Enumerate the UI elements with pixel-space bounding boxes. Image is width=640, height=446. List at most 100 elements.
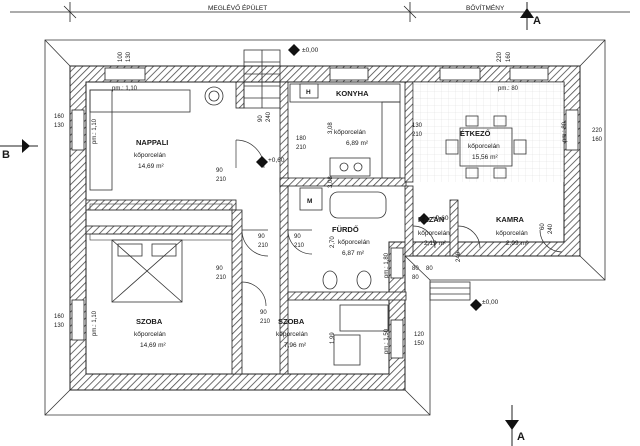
dim-120: 120 (414, 332, 425, 338)
room-kazan-name: KAZÁN (418, 215, 444, 224)
room-furdo-name: FÜRDŐ (332, 225, 359, 234)
entry-steps (429, 281, 471, 301)
room-szoba-right-area: 7,96 m² (284, 342, 307, 349)
dim-130c: 130 (54, 323, 65, 329)
parapet-etkezo-side: pm.: 80 (562, 121, 568, 142)
dim-210d: 210 (216, 275, 227, 281)
level-top: ±0,00 (302, 47, 319, 54)
room-szoba-right-material: kőporcelán (276, 331, 308, 338)
room-konyha-area: 6,89 m² (346, 140, 369, 147)
parapet-left-top: pm.: 1,10 (92, 118, 98, 144)
section-marker-b: B (0, 139, 38, 161)
dining-floor-tiles (413, 82, 564, 182)
dim-160c: 160 (54, 314, 65, 320)
room-kazan-area: 2,19 m² (424, 240, 447, 247)
bed (111, 239, 183, 303)
room-etkezo-name: ÉTKEZŐ (460, 129, 491, 138)
dining-table (445, 115, 527, 179)
doors (235, 139, 563, 307)
parapet-szoba-right: pm.: 1,50 (384, 328, 390, 354)
parapet-nappali: pm.: 1,10 (112, 86, 138, 92)
dim-60: 60 (540, 223, 546, 230)
bath-fixtures (299, 187, 389, 366)
existing-building-label: MEGLÉVŐ ÉPÜLET (208, 3, 267, 12)
dim-220b: 220 (592, 128, 603, 134)
room-labels: NAPPALI kőporcelán 14,69 m² KONYHA kőpor… (134, 89, 529, 349)
dim-160a: 160 (506, 51, 512, 62)
section-b-label: B (2, 149, 10, 161)
room-furdo-area: 6,87 m² (342, 250, 365, 257)
wardrobe-szoba (89, 233, 233, 241)
dim-210b: 210 (296, 145, 307, 151)
section-a-top-label: A (533, 15, 541, 27)
dim-90c: 90 (216, 266, 223, 272)
room-kamra-name: KAMRA (496, 215, 524, 224)
room-szoba-left-area: 14,69 m² (140, 342, 166, 349)
room-szoba-left-material: kőporcelán (134, 331, 166, 338)
marker-h-box (299, 83, 319, 99)
marker-m: M (307, 198, 312, 205)
dim-130b: 130 (54, 123, 65, 129)
level-entry: ±0,00 (482, 299, 499, 306)
level-hall: +0,60 (268, 157, 285, 164)
level-kazan: +0,60 (432, 215, 449, 222)
room-kazan-material: kőporcelán (418, 230, 450, 237)
room-szoba-right-name: SZOBA (278, 317, 305, 326)
dim-100: 100 (118, 51, 124, 62)
dim-270: 2,70 (330, 236, 336, 248)
dim-80a: 80 (412, 266, 419, 272)
dimension-labels: 100 130 220 160 160 130 160 130 220 160 … (54, 51, 603, 347)
parapet-furdo: pm.: 1,80 (384, 252, 390, 278)
marker-h: H (306, 89, 311, 96)
section-marker-a-bottom: A (505, 405, 525, 446)
section-a-bottom-label: A (517, 431, 525, 443)
dim-210a: 210 (412, 132, 423, 138)
room-konyha-material: kőporcelán (334, 129, 366, 136)
dim-210c: 210 (216, 177, 227, 183)
stairs (243, 49, 281, 109)
dim-308b: 3,08 (328, 176, 334, 188)
room-nappali-name: NAPPALI (136, 138, 168, 147)
dim-80b: 80 (412, 275, 419, 281)
parapet-left-bottom: pm.: 1,10 (92, 310, 98, 336)
dim-90f: 90 (294, 234, 301, 240)
level-markers (256, 44, 482, 311)
nappali-sofa (89, 86, 224, 191)
dim-90a: 90 (258, 115, 264, 122)
dim-308a: 3,08 (328, 122, 334, 134)
room-etkezo-material: kőporcelán (468, 143, 500, 150)
parapet-etkezo-top: pm.: 80 (498, 86, 519, 92)
dim-210e: 210 (258, 243, 269, 249)
dim-90b: 90 (216, 168, 223, 174)
dim-130a: 130 (126, 51, 132, 62)
room-szoba-left-name: SZOBA (136, 317, 163, 326)
dim-160d: 160 (592, 137, 603, 143)
room-konyha-name: KONYHA (336, 89, 369, 98)
dim-199: 1,99 (330, 332, 336, 344)
kitchen-counters (289, 83, 401, 179)
dim-130d: 130 (412, 123, 423, 129)
room-nappali-material: kőporcelán (134, 152, 166, 159)
wardrobe-nappali (89, 203, 233, 211)
room-kamra-material: kőporcelán (496, 230, 528, 237)
windows (71, 67, 579, 359)
extension-label: BŐVÍTMÉNY (466, 3, 505, 12)
dim-150: 150 (414, 341, 425, 347)
dim-220a: 220 (497, 51, 503, 62)
dim-160b: 160 (54, 114, 65, 120)
dim-210g: 210 (294, 243, 305, 249)
room-nappali-area: 14,69 m² (138, 163, 164, 170)
dim-210f: 210 (260, 319, 271, 325)
dim-80c: 80 (426, 266, 433, 272)
room-etkezo-area: 15,56 m² (472, 154, 498, 161)
interior-walls (85, 81, 459, 375)
dim-90d: 90 (258, 234, 265, 240)
room-furdo-material: kőporcelán (338, 239, 370, 246)
dim-240c: 240 (548, 223, 554, 234)
section-marker-a-top: A (520, 2, 541, 30)
dim-240b: 240 (456, 251, 462, 262)
eaves-outline (44, 39, 606, 416)
room-kamra-area: 2,09 m² (506, 240, 529, 247)
dim-180: 180 (296, 136, 307, 142)
